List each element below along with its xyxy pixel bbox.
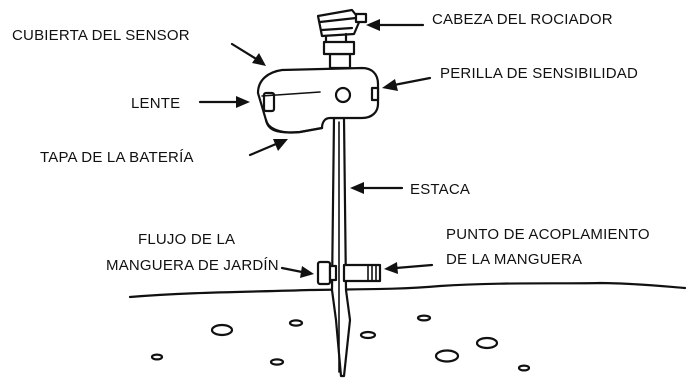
label-sprinkler-head: CABEZA DEL ROCIADOR [432,11,613,28]
label-stake: ESTACA [410,181,470,198]
label-sensor-cover: CUBIERTA DEL SENSOR [12,27,190,44]
label-hose-coupling-line2: DE LA MANGUERA [446,251,582,268]
label-battery-cover: TAPA DE LA BATERÍA [40,149,194,166]
ground-line [128,281,687,299]
leader-arrows [198,19,434,278]
label-sensitivity-knob: PERILLA DE SENSIBILIDAD [440,65,638,82]
hose-flow-connector [316,260,338,286]
stake [330,116,352,378]
hose-coupling-point [342,263,382,283]
sensor-housing [256,66,380,134]
label-hose-flow-line2: MANGUERA DE JARDÍN [106,257,279,274]
sprinkler-head [316,8,368,70]
label-hose-flow-line1: FLUJO DE LA [138,231,235,248]
label-hose-coupling-line1: PUNTO DE ACOPLAMIENTO [446,226,650,243]
label-lens: LENTE [131,95,180,112]
soil-pebbles [150,314,531,372]
